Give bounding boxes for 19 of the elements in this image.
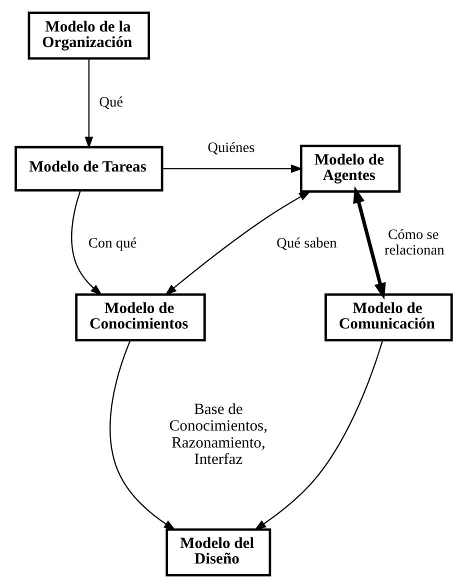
edge-label: Quiénes	[208, 140, 255, 156]
node-box: Modelo de Comunicación	[324, 293, 453, 342]
node-box: Modelo de Tareas	[14, 146, 164, 192]
edge-label: Qué	[99, 94, 124, 110]
arrow	[164, 190, 312, 296]
arrow	[71, 190, 102, 296]
node-box: Modelo de Conocimientos	[75, 293, 206, 342]
node-box: Modelo de Agentes	[300, 144, 401, 193]
arrow	[162, 164, 303, 173]
edge-label: Cómo se relacionan	[384, 226, 444, 259]
arrow	[254, 340, 384, 530]
label: Base de Conocimientos, Razonamiento, Interfaz	[169, 400, 268, 468]
edge-label: Qué saben	[276, 235, 337, 252]
arrow	[353, 186, 386, 300]
edge-label: Con qué	[88, 235, 137, 252]
node-box: Modelo de la Organización	[28, 12, 150, 60]
node-box: Modelo del Diseño	[166, 528, 272, 576]
arrow	[84, 59, 94, 149]
arrow	[110, 340, 176, 530]
